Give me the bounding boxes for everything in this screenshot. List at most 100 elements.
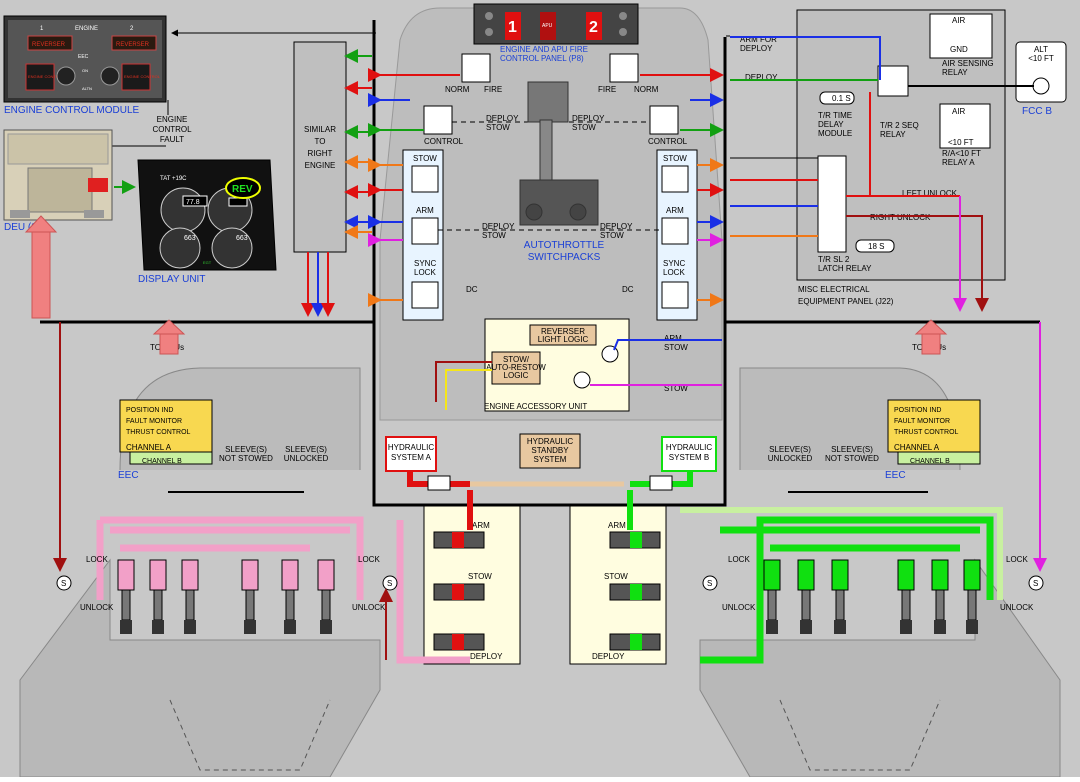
left-hyd-stow: STOW [468,572,492,581]
engine-control-module: 1 ENGINE 2 REVERSER REVERSER EEC ENGINE … [3,15,167,103]
eecTextL-channel-b: CHANNEL B [142,458,182,465]
display-n1-left: 77.8 [186,199,200,206]
armForDeploy-line-0: ARM FOR [740,35,777,44]
display-label: DISPLAY UNIT [138,274,205,285]
left-control-label: CONTROL [424,137,464,146]
right-hyd-stow: STOW [604,572,628,581]
right-stow-label: STOW [663,154,687,163]
s-lock-2: S [387,579,392,588]
dsR2-line-0: DEPLOY [600,222,633,231]
eecTextR-channel-a: CHANNEL A [894,443,940,452]
eecTextL-line-1: FAULT MONITOR [126,418,182,425]
right-sync-switch [661,281,689,309]
right-eec-label: EEC [885,470,906,481]
deu-up-arrow-head [24,215,58,233]
right-unlock-label: RIGHT UNLOCK [870,213,931,222]
hyd-a-filter [427,475,451,491]
display-egt-right: 663 [236,235,248,242]
eecTextL-line-0: POSITION IND [126,407,173,414]
delay-module-box [819,91,855,105]
similarText-line-2: RIGHT [308,149,333,158]
left-hyd-deploy: DEPLOY [470,652,503,661]
ecm-reverser-2: REVERSER [116,42,150,48]
snsL-line-1: NOT STOWED [219,454,273,463]
stowLogic-line-2: LOGIC [504,371,529,380]
similarText-line-3: ENGINE [305,161,336,170]
left-deu-arrow-head [152,319,186,335]
right-eec-channel-b [897,451,981,465]
eau-label: ENGINE ACCESSORY UNIT [484,402,587,411]
dsR1-line-0: DEPLOY [572,114,605,123]
hydS-line-2: SYSTEM [534,455,567,464]
fcc-alt: ALT<10 FT [1028,45,1054,63]
right-valves [609,531,661,651]
hydA-line-0: HYDRAULIC [388,443,434,452]
fccAlt-line-1: <10 FT [1028,54,1054,63]
similarText-line-1: TO [315,137,326,146]
right-deu-arrow-head [914,319,948,335]
eecTextR-line-0: POSITION IND [894,407,941,414]
left-sleeves-not-stowed: SLEEVE(S)NOT STOWED [219,445,273,463]
tr2seq-line-0: T/R 2 SEQ [880,121,919,130]
left-stow-switch [411,165,439,193]
faultnote-line-1: CONTROL [152,125,192,134]
stowLogic-line-0: STOW/ [503,355,530,364]
left-unlock-label: LEFT UNLOCK [902,189,958,198]
display-egt-left: 663 [184,235,196,242]
actuator [763,559,781,634]
left-cowl-dashed [169,699,331,771]
lock-label-4: LOCK [1006,555,1028,564]
airSensing-line-0: AIR SENSING [942,59,994,68]
lt10ft-label: <10 FT [948,138,974,147]
hyd-system-a-box [385,436,437,472]
display-egt-label: EGT [203,260,212,265]
actuator [897,559,915,634]
right-fire-label: FIRE [598,85,616,94]
actuator [149,559,167,634]
trTime-line-2: MODULE [818,129,852,138]
fire-apu: APU [542,23,553,29]
eecTextL-line-2: THRUST CONTROL [126,429,191,436]
bus-verticals [53,322,1047,660]
stow-logic-box [491,351,541,385]
left-fire-switch [461,53,491,83]
arm-stow-wire [613,339,722,351]
fire-control-panel: 1 2 APU [473,3,639,45]
right-norm-label: NORM [634,85,659,94]
armStow-line-1: STOW [664,343,688,352]
actuators-group [117,559,981,634]
left-pink-hydraulic-lines [96,516,470,664]
dsR1-line-1: STOW [572,123,596,132]
right-cowl-dashed [779,699,941,771]
actuator [831,559,849,634]
left-arm-label: ARM [416,206,434,215]
left-dc-label: DC [466,285,478,294]
left-signal-arrows [171,29,460,317]
armForDeploy-line-1: DEPLOY [740,44,773,53]
miscLabel-line-1: EQUIPMENT PANEL (J22) [798,297,894,306]
stow-label: STOW [664,384,688,393]
s-lock-3: S [707,579,712,588]
dsR2-line-1: STOW [600,231,624,240]
gnd-label: GND [950,45,968,54]
ecm-alt: ALTN [82,86,92,91]
revLight-line-1: LIGHT LOGIC [538,335,589,344]
left-hyd-arm: ARM [472,521,490,530]
hydB-line-1: SYSTEM B [669,453,709,462]
delay-value: 0.1 S [832,94,851,103]
faultnote-line-0: ENGINE [157,115,188,124]
ecm-on: ON [82,68,88,73]
ra-relay-box [939,103,991,149]
eecTextR-line-2: THRUST CONTROL [894,429,959,436]
airSensing-line-1: RELAY [942,68,968,77]
